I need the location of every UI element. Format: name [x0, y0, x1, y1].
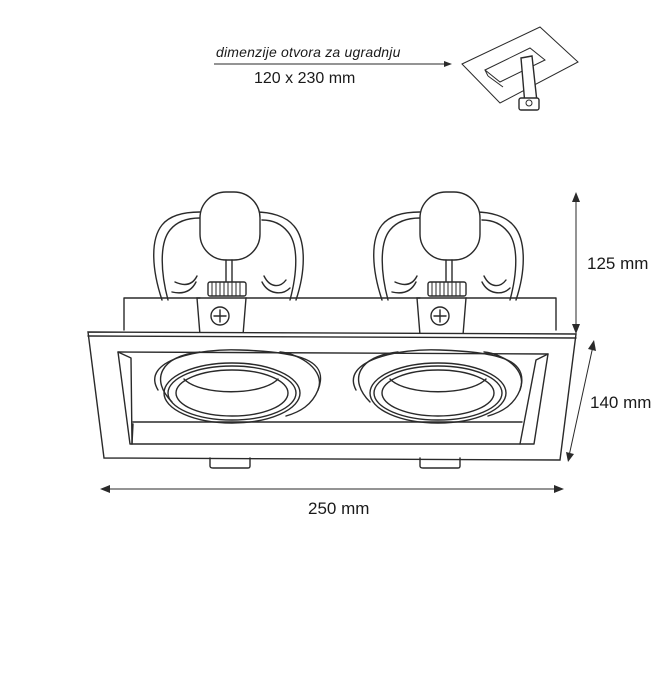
height-dimension-label: 125 mm — [587, 254, 649, 273]
gimbal-left — [154, 349, 322, 424]
opening-size-label: 120 x 230 mm — [254, 70, 356, 87]
installation-caption: dimenzije otvora za ugradnju — [216, 44, 401, 60]
dimension-width-arrow — [100, 485, 564, 493]
width-dimension-label: 250 mm — [308, 499, 370, 518]
dimension-height-arrow — [572, 192, 580, 334]
opening-arrow — [214, 61, 452, 67]
dimension-depth-arrow — [566, 340, 596, 462]
ceiling-cutout-saw-icon — [461, 26, 579, 111]
depth-dimension-label: 140 mm — [590, 393, 652, 412]
lamp-head-right — [373, 191, 524, 336]
gimbal-right — [352, 349, 523, 424]
lamp-head-left — [153, 191, 304, 336]
